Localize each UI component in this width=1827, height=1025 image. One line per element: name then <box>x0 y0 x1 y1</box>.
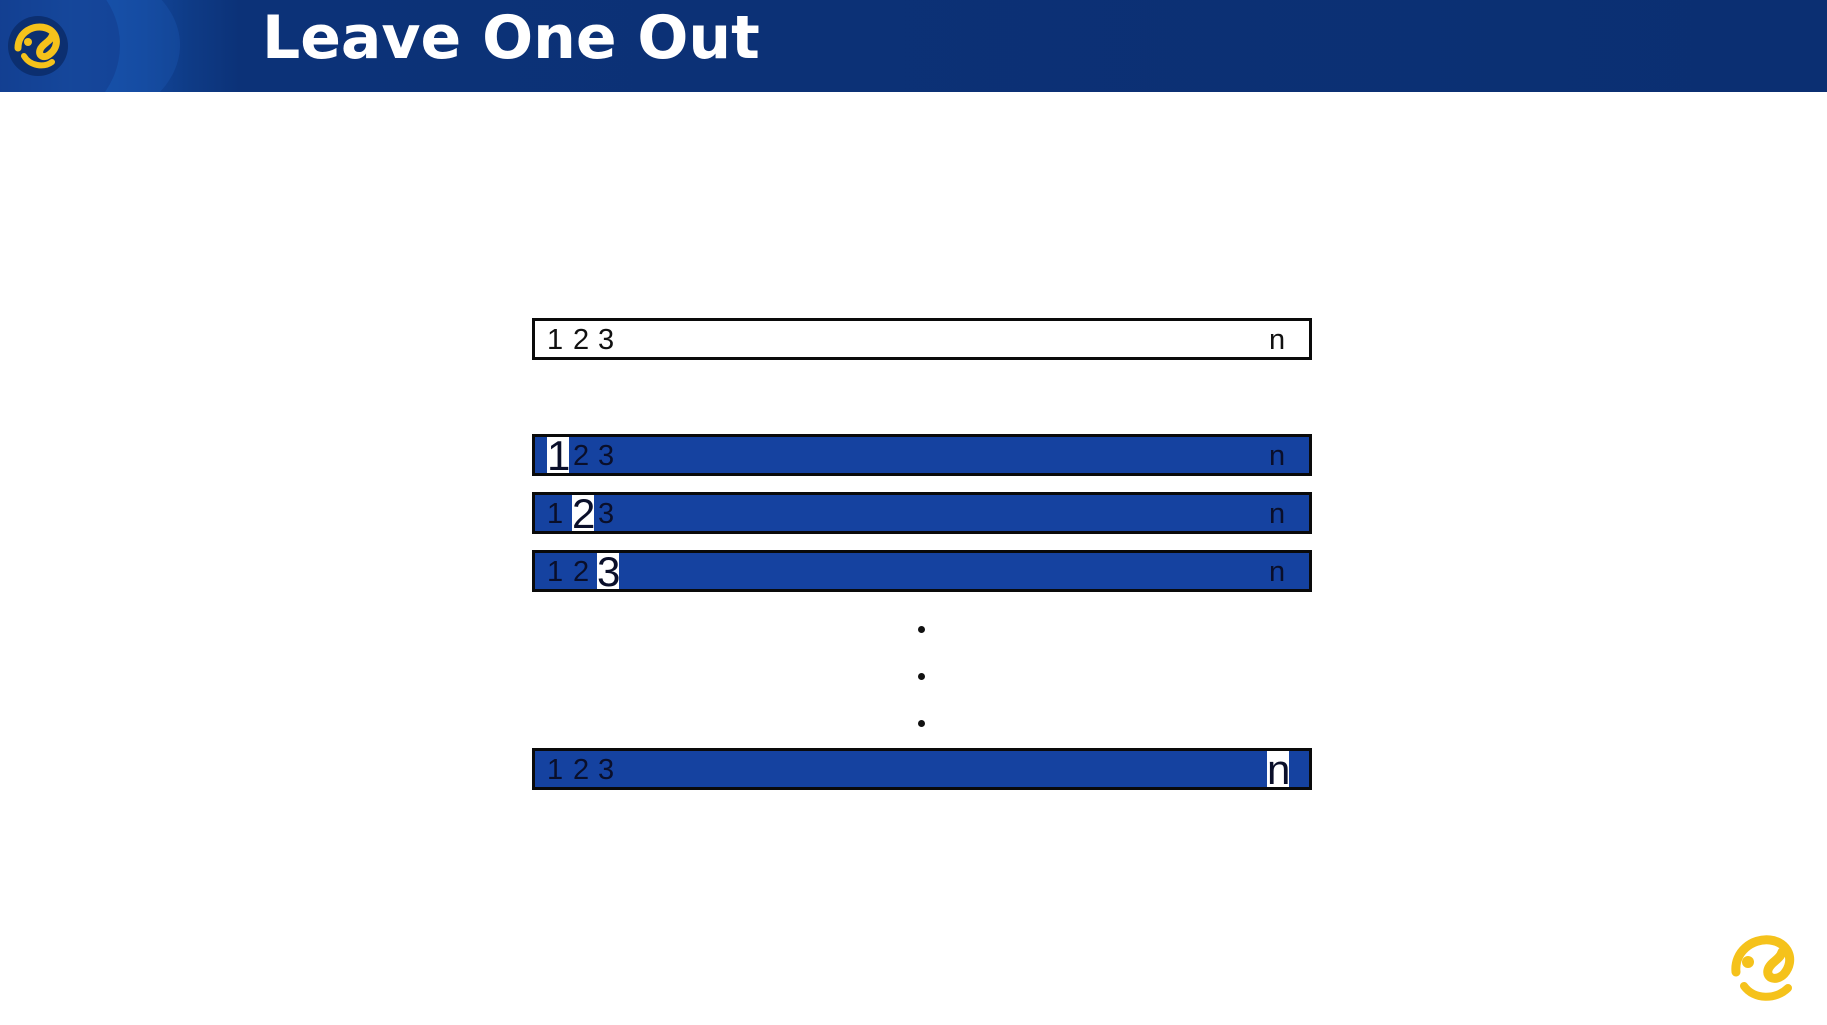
sample-label: n <box>1269 556 1286 588</box>
sample-label: 3 <box>598 440 615 472</box>
held-out-sample: 1 <box>547 432 571 479</box>
sample-label: 1 <box>547 754 564 786</box>
held-out-sample: 2 <box>572 490 596 537</box>
sample-label: 1 <box>547 556 564 588</box>
fold-bar-2: 1 2 3 n <box>532 490 1312 537</box>
sample-label: 3 <box>598 754 615 786</box>
turkcell-logo-icon <box>8 16 68 76</box>
sample-label: 3 <box>598 324 615 356</box>
fold-bar-1: 1 2 3 n <box>532 432 1312 479</box>
sample-label: 2 <box>573 754 590 786</box>
title-bar: Leave One Out <box>0 0 1827 92</box>
fold-bar-n: 1 2 3 n <box>532 746 1312 793</box>
held-out-sample: 3 <box>597 548 621 595</box>
sample-label: n <box>1269 440 1286 472</box>
sample-label: 1 <box>547 324 564 356</box>
sample-label: 2 <box>573 324 590 356</box>
sample-label: 3 <box>598 498 615 530</box>
sample-label: 2 <box>573 556 590 588</box>
page-title: Leave One Out <box>262 3 760 73</box>
fold-bar-3: 1 2 3 n <box>532 548 1312 595</box>
turkcell-logo-icon <box>1731 935 1795 1001</box>
sample-label: n <box>1269 498 1286 530</box>
held-out-sample: n <box>1267 746 1291 793</box>
full-dataset-bar: 1 2 3 n <box>532 318 1312 360</box>
sample-label: 1 <box>547 498 564 530</box>
sample-label: 2 <box>573 440 590 472</box>
sample-label: n <box>1269 324 1286 356</box>
